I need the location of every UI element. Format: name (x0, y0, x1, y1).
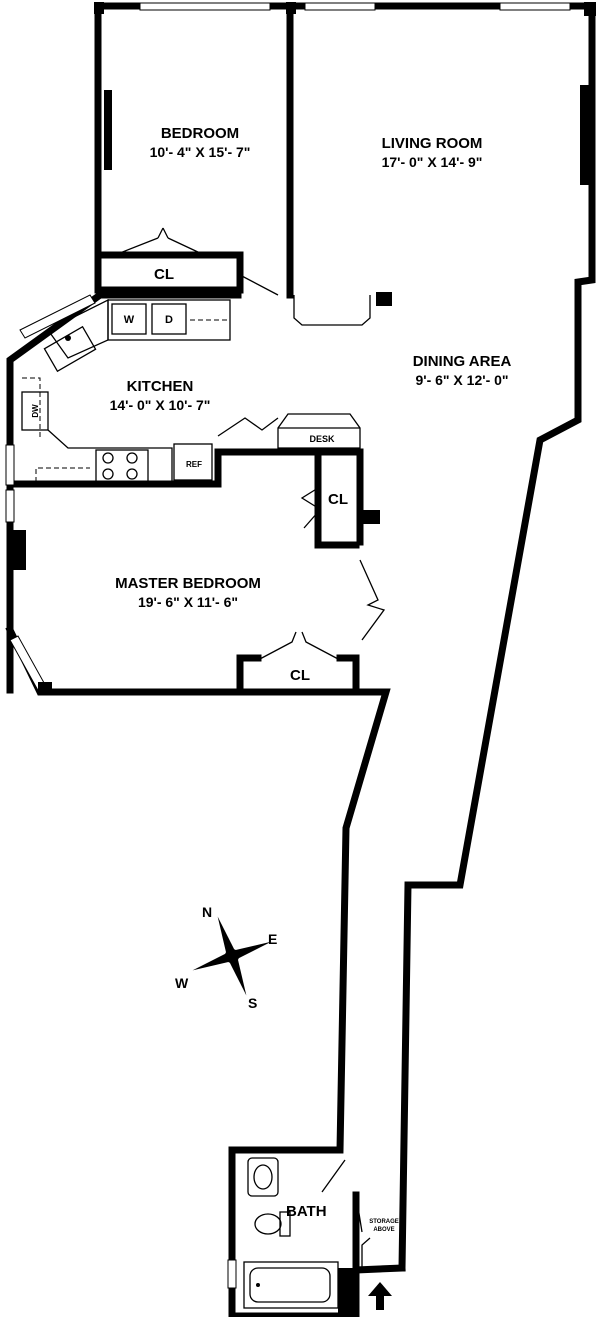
master-south-wall (5, 625, 406, 1317)
dishwasher-label: DW (31, 404, 40, 418)
bedroom-closet-doors (119, 227, 201, 254)
hall-closet-doors (300, 487, 319, 529)
living-room-name: LIVING ROOM (382, 135, 483, 152)
desk-label: DESK (309, 434, 335, 444)
master-closet-label: CL (290, 667, 310, 684)
bedroom-closet-label: CL (154, 266, 174, 283)
angled-counter (47, 298, 109, 359)
wall-jambs (8, 2, 596, 1316)
kitchen-north-wall (6, 290, 242, 694)
burner (126, 468, 138, 480)
windows (5, 2, 571, 1289)
radiator (293, 295, 371, 326)
master-bedroom-name: MASTER BEDROOM (115, 575, 261, 592)
window (5, 489, 15, 523)
window (5, 444, 15, 486)
kitchen-south-wall (6, 448, 364, 546)
sink-drain (65, 335, 71, 341)
entry-arrow-icon (368, 1282, 392, 1310)
dryer-label: D (165, 314, 173, 326)
compass-s: S (248, 995, 257, 1011)
bathtub (243, 1261, 339, 1309)
washer (111, 303, 147, 335)
jamb (8, 530, 26, 570)
storage-door (361, 1237, 371, 1268)
sink-basin (253, 1164, 273, 1190)
tub-drain (256, 1283, 260, 1287)
jamb (286, 2, 296, 14)
compass-needle-east (230, 941, 272, 961)
counter-dash (35, 467, 90, 482)
dining-area-dims: 9'- 6" X 12'- 0" (415, 372, 508, 388)
kitchen-name: KITCHEN (127, 378, 194, 395)
window (304, 2, 376, 11)
compass-needle-north (217, 916, 237, 958)
jamb (94, 2, 104, 14)
bedroom-door (239, 274, 279, 296)
walls (5, 2, 596, 1317)
jamb (580, 85, 592, 185)
window (139, 2, 271, 11)
bath-fixtures (243, 1157, 339, 1309)
compass-needle-west (192, 951, 234, 971)
master-closet-doors (257, 631, 341, 661)
bath-name: BATH (286, 1203, 327, 1220)
compass-icon (192, 916, 272, 996)
burner (102, 468, 114, 480)
jamb (338, 1268, 358, 1316)
jamb (376, 292, 392, 306)
bedroom-name: BEDROOM (161, 125, 239, 142)
dishwasher-dash (22, 377, 41, 440)
bath-door (321, 1159, 363, 1233)
bedroom-south-wall (94, 251, 244, 294)
living-room-dims: 17'- 0" X 14'- 9" (382, 154, 483, 170)
doors (119, 227, 386, 1268)
compass-w: W (175, 975, 189, 991)
dryer (151, 303, 187, 335)
lower-counter (47, 429, 173, 482)
toilet-bowl (254, 1213, 282, 1235)
window (499, 2, 571, 11)
window (19, 294, 96, 339)
jamb (584, 2, 596, 16)
burner (126, 452, 138, 464)
kitchen-dims: 14'- 0" X 10'- 7" (110, 397, 211, 413)
sink (43, 325, 97, 373)
bedroom-dims: 10'- 4" X 15'- 7" (150, 144, 251, 160)
bathtub-basin (249, 1267, 331, 1303)
kitchen-fixtures (21, 298, 361, 483)
range (95, 449, 149, 483)
compass-e: E (268, 931, 277, 947)
jamb (360, 510, 380, 524)
storage-above-label: ABOVE (373, 1227, 394, 1233)
dishwasher (21, 391, 49, 431)
refrigerator-label: REF (186, 460, 202, 469)
master-bedroom-dims: 19'- 6" X 11'- 6" (138, 594, 238, 610)
storage-label: STORAGE (369, 1219, 399, 1225)
hall-closet-label: CL (328, 491, 348, 508)
jamb (38, 682, 52, 694)
compass-center (222, 946, 242, 966)
refrigerator (173, 443, 213, 481)
kitchen-door (217, 417, 279, 437)
jamb (104, 90, 112, 170)
dining-area-name: DINING AREA (413, 353, 512, 370)
hall-closet-wall (314, 451, 360, 549)
master-closet-wall (236, 654, 360, 692)
burner (102, 452, 114, 464)
master-door (359, 559, 386, 641)
compass-n: N (202, 904, 212, 920)
toilet-tank (279, 1211, 291, 1237)
vanity (247, 1157, 279, 1197)
compass-needle-south (227, 954, 247, 996)
washer-label: W (124, 314, 135, 326)
outer-wall-north-east (94, 2, 596, 1272)
window (227, 1259, 237, 1289)
